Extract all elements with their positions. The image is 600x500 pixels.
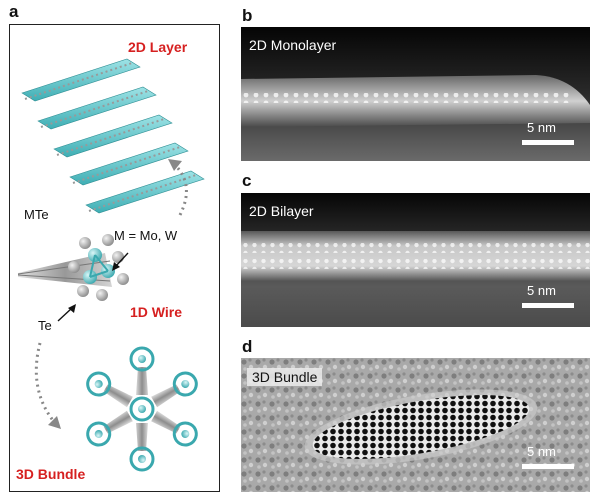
mte-label: MTe <box>24 207 49 222</box>
panel-d-scalebar <box>522 464 574 469</box>
metal-label: M = Mo, W <box>114 228 178 243</box>
panel-b-letter: b <box>242 6 253 25</box>
panel-b-scalebar-label: 5 nm <box>527 120 556 135</box>
1d-wire-illustration <box>17 234 129 301</box>
panel-a-schematic: 2D Layer MTe M = Mo, W 1D Wire Te 3D Bun… <box>9 24 220 492</box>
3d-bundle-label: 3D Bundle <box>16 466 86 482</box>
3d-bundle-illustration <box>86 346 198 472</box>
panel-a-letter: a <box>9 2 19 21</box>
dotted-arrow-to-bundle <box>34 342 61 429</box>
2d-layer-stack-illustration <box>21 58 205 214</box>
panel-c-tem-image: 2D Bilayer 5 nm <box>241 193 590 327</box>
panel-c-scalebar-label: 5 nm <box>527 283 556 298</box>
panel-b-tag: 2D Monolayer <box>249 37 337 53</box>
panel-d-letter: d <box>242 337 253 356</box>
panel-d-tag: 3D Bundle <box>247 368 323 386</box>
panel-c-tag: 2D Bilayer <box>249 203 314 219</box>
panel-b-tem-image: 2D Monolayer 5 nm <box>241 27 590 161</box>
panel-b-scalebar <box>522 140 574 145</box>
panel-d-tem-image: 3D Bundle 5 nm <box>241 358 590 492</box>
te-label: Te <box>38 318 52 333</box>
panel-c-letter: c <box>242 171 252 190</box>
panel-c-scalebar <box>522 303 574 308</box>
2d-layer-label: 2D Layer <box>128 39 188 55</box>
dotted-arrow-to-layer <box>168 159 188 216</box>
label-pointer-arrows <box>57 252 129 322</box>
panel-d-scalebar-label: 5 nm <box>527 444 556 459</box>
1d-wire-label: 1D Wire <box>130 304 183 320</box>
